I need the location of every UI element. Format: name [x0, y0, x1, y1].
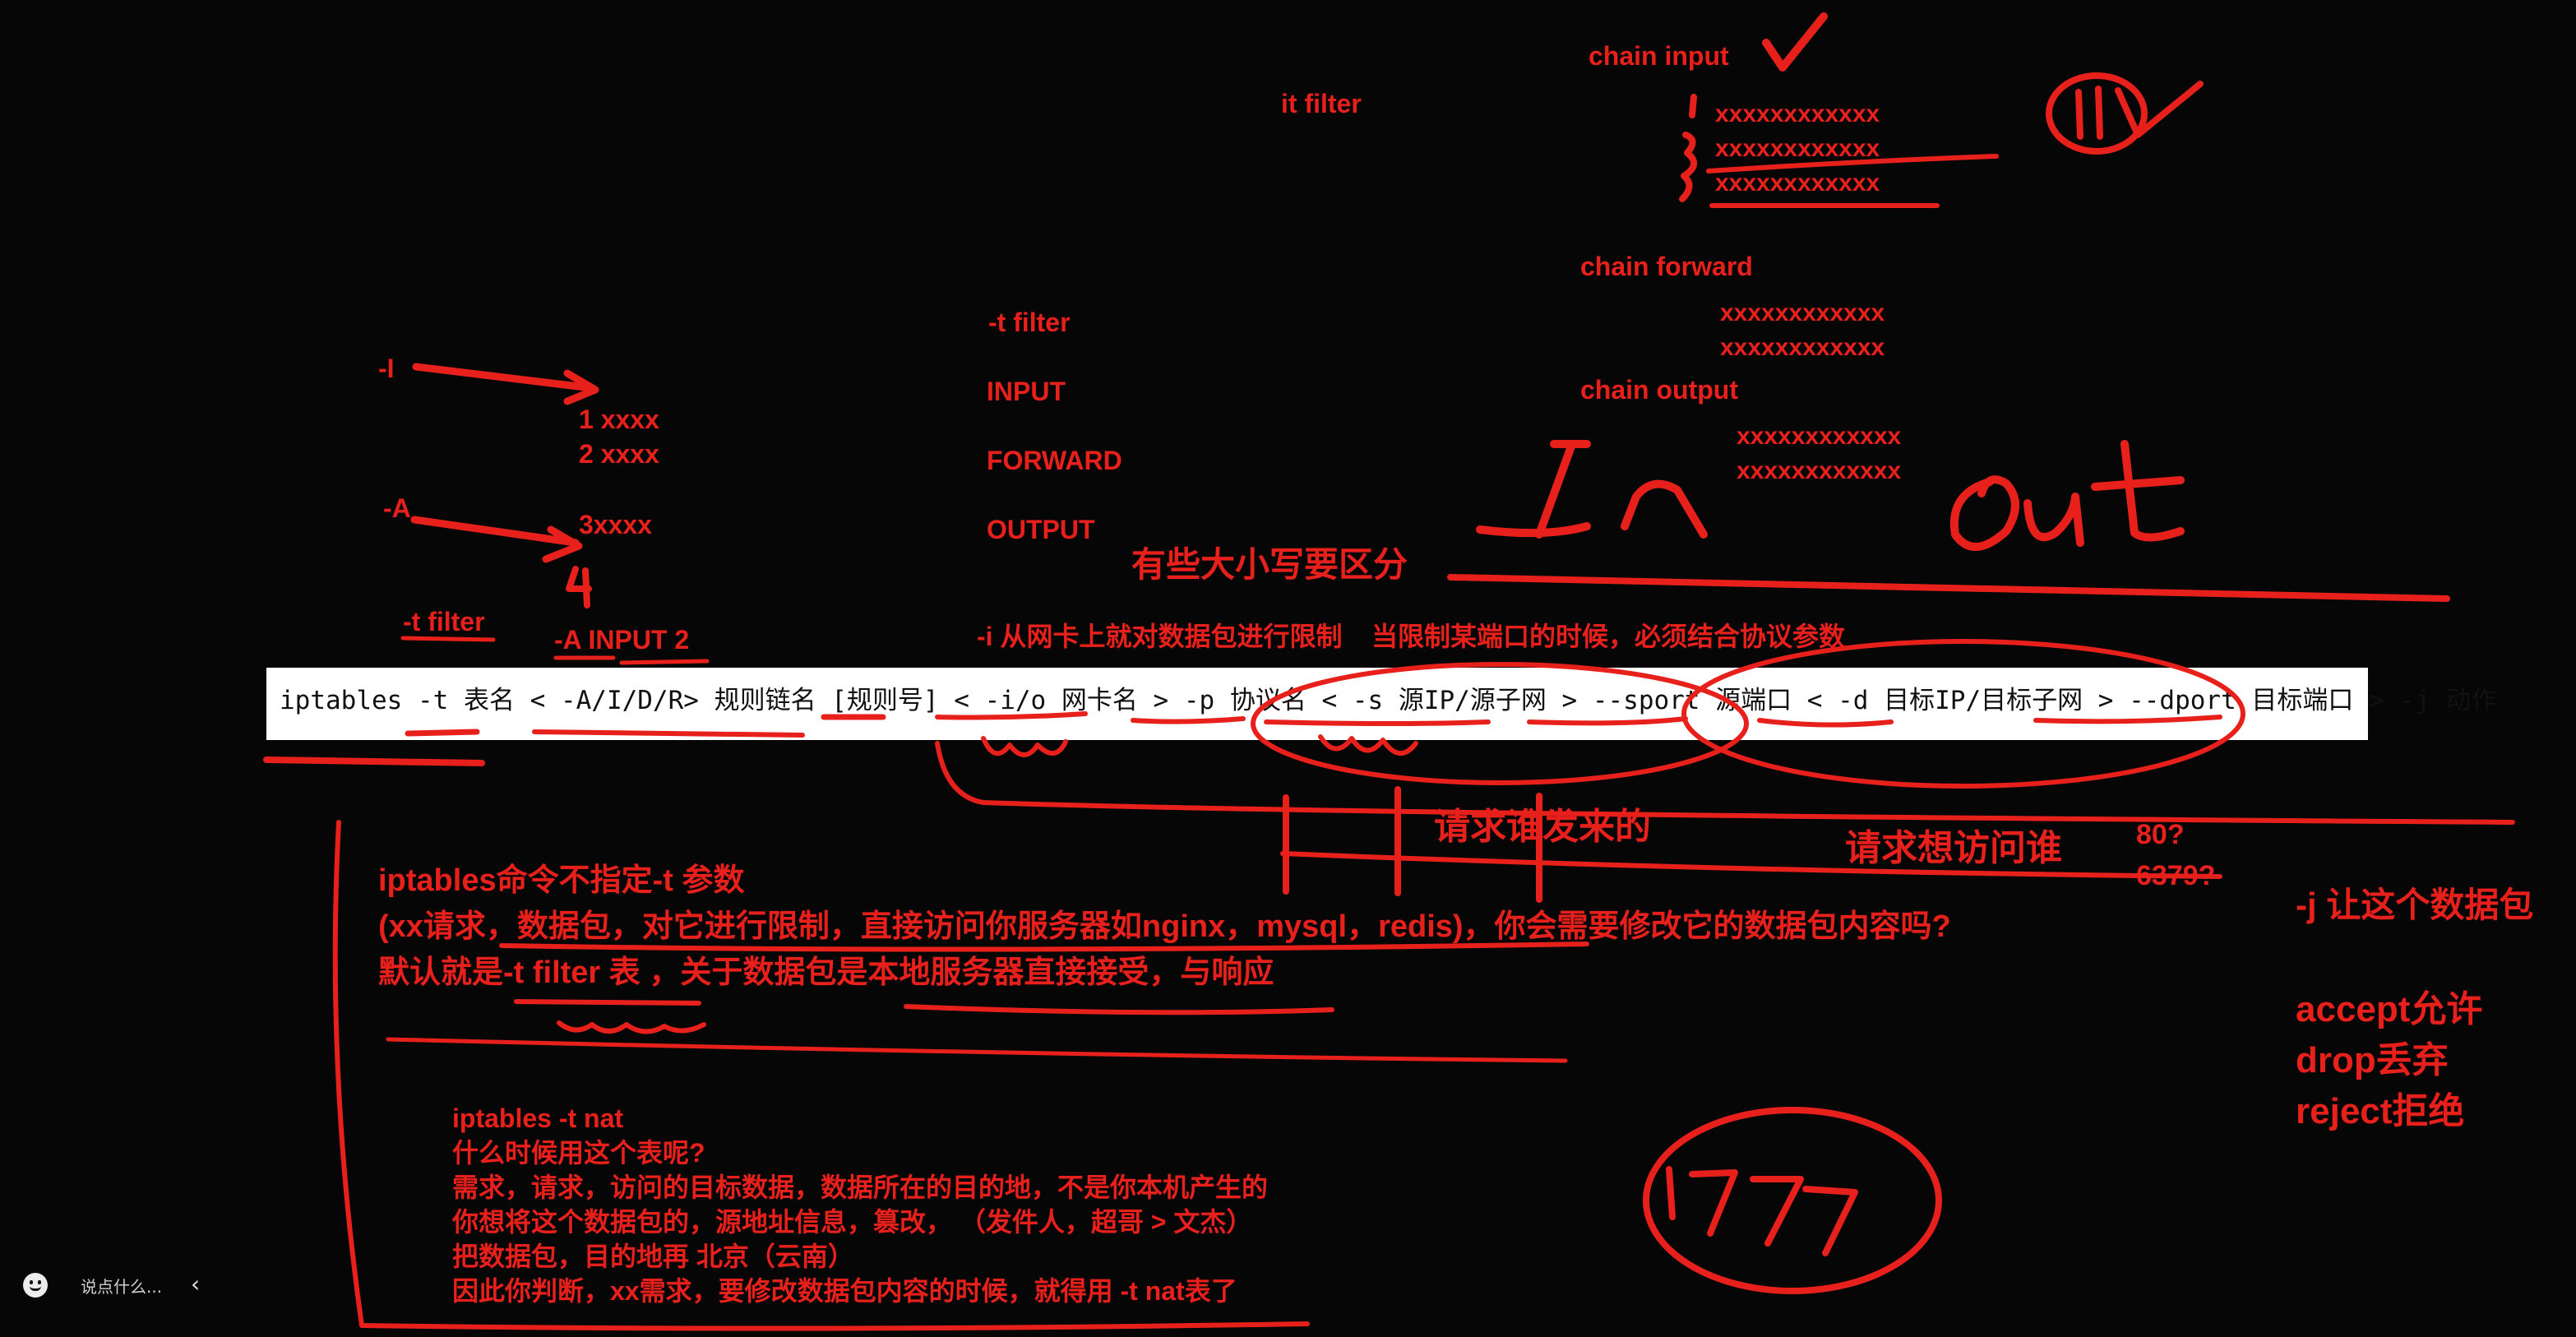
digit-4-stroke: [566, 566, 592, 608]
note-x6: xxxxxxxxxxxx: [1737, 423, 1902, 450]
line-under-inout: [1447, 574, 2450, 602]
note-x5: xxxxxxxxxxxx: [1720, 334, 1885, 361]
brace-stroke: [1679, 94, 1697, 202]
arrow-a: [410, 516, 583, 563]
nat-line-6: 因此你判断，xx需求，要修改数据包内容的时候，就得用 -t nat表了: [452, 1276, 1237, 1306]
note-chain-input: chain input: [1589, 41, 1729, 71]
note-rule2: 2 xxxx: [579, 439, 659, 469]
text-in-stroke: [1476, 440, 1708, 539]
note-x2: xxxxxxxxxxxx: [1715, 135, 1880, 162]
note-6379: 6379?: [2136, 860, 2216, 891]
text-out-stroke: [1949, 440, 2185, 551]
note-output: OUTPUT: [987, 515, 1095, 544]
note-port: 当限制某端口的时候，必须结合协议参数: [1371, 622, 1846, 651]
note-accept: accept允许: [2296, 989, 2483, 1029]
left-bracket: [332, 820, 364, 1328]
text-777-stroke: [1666, 1166, 1858, 1256]
note-who-visit: 请求想访问谁: [1845, 828, 2062, 868]
comment-placeholder[interactable]: 说点什么...: [81, 1276, 163, 1297]
bottom-line: [359, 1321, 1310, 1331]
para-line-3: 默认就是-t filter 表 ，关于数据包是本地服务器直接接受，与响应: [378, 955, 1274, 990]
text-111-stroke: [2075, 81, 2204, 140]
note-it-filter: it filter: [1281, 89, 1362, 118]
note-i: -i 从网卡上就对数据包进行限制: [977, 622, 1343, 651]
underline-t-filter: [400, 636, 496, 642]
nat-line-3: 需求，请求，访问的目标数据，数据所在的目的地，不是你本机产生的: [452, 1173, 1269, 1202]
note-reject: reject拒绝: [2296, 1091, 2465, 1131]
note-minus-i: -I: [378, 354, 395, 383]
circle-111-stroke: [2046, 72, 2148, 155]
note-drop: drop丢弃: [2296, 1040, 2449, 1080]
note-rule3: 3xxxx: [579, 510, 652, 539]
nat-line-4: 你想将这个数据包的，源地址信息，篡改， （发件人，超哥 > 文杰）: [452, 1207, 1253, 1237]
note-rule1: 1 xxxx: [579, 405, 659, 434]
nat-line-5: 把数据包，目的地再 北京（云南）: [452, 1242, 854, 1271]
collapse-chevron-icon[interactable]: ‹: [191, 1270, 201, 1298]
underline-a-input: [553, 655, 710, 665]
note-case: 有些大小写要区分: [1131, 545, 1408, 584]
underline-para3-a: [514, 999, 701, 1006]
comment-bar[interactable]: 说点什么...: [23, 1265, 162, 1306]
line-under-para: [386, 1037, 1568, 1063]
bracket-stroke: [935, 741, 2515, 825]
note-chain-output: chain output: [1580, 375, 1738, 405]
line-under-command: [263, 756, 485, 766]
note-x4: xxxxxxxxxxxx: [1720, 299, 1885, 326]
note-chain-forward: chain forward: [1580, 252, 1753, 281]
nat-line-2: 什么时候用这个表呢?: [452, 1138, 705, 1168]
iptables-syntax: iptables -t 表名 < -A/I/D/R> 规则链名 [规则号] < …: [280, 686, 2497, 715]
note-x1: xxxxxxxxxxxx: [1715, 100, 1880, 127]
underline-para2: [499, 941, 1589, 952]
note-x3: xxxxxxxxxxxx: [1715, 169, 1880, 197]
checkmark-stroke: [1762, 12, 1828, 72]
note-who-sent: 请求谁发来的: [1434, 807, 1651, 847]
note-x7: xxxxxxxxxxxx: [1737, 457, 1902, 484]
nat-line-1: iptables -t nat: [452, 1103, 624, 1133]
squiggle-para3: [557, 1020, 706, 1034]
note-minus-a: -A: [383, 493, 411, 523]
arrow-i: [412, 363, 599, 405]
para-line-1: iptables命令不指定-t 参数: [378, 863, 745, 898]
underline-para3-b: [904, 1004, 1334, 1015]
circle-777: [1643, 1107, 1942, 1294]
squiggle-io: [981, 736, 1068, 757]
note-a-input: -A INPUT 2: [554, 625, 690, 655]
note-t-filter-mid: -t filter: [988, 308, 1071, 337]
para-line-2: (xx请求，数据包，对它进行限制，直接访问你服务器如nginx，mysql，re…: [378, 909, 1951, 944]
note-input: INPUT: [987, 377, 1066, 406]
note-80: 80?: [2136, 819, 2185, 850]
command-strip: iptables -t 表名 < -A/I/D/R> 规则链名 [规则号] < …: [266, 668, 2496, 740]
smile-icon[interactable]: [23, 1273, 48, 1298]
line-to-who: [1280, 851, 2222, 879]
note-j: -j 让这个数据包: [2296, 886, 2534, 924]
note-forward: FORWARD: [987, 446, 1122, 475]
note-t-filter-left: -t filter: [403, 607, 485, 636]
